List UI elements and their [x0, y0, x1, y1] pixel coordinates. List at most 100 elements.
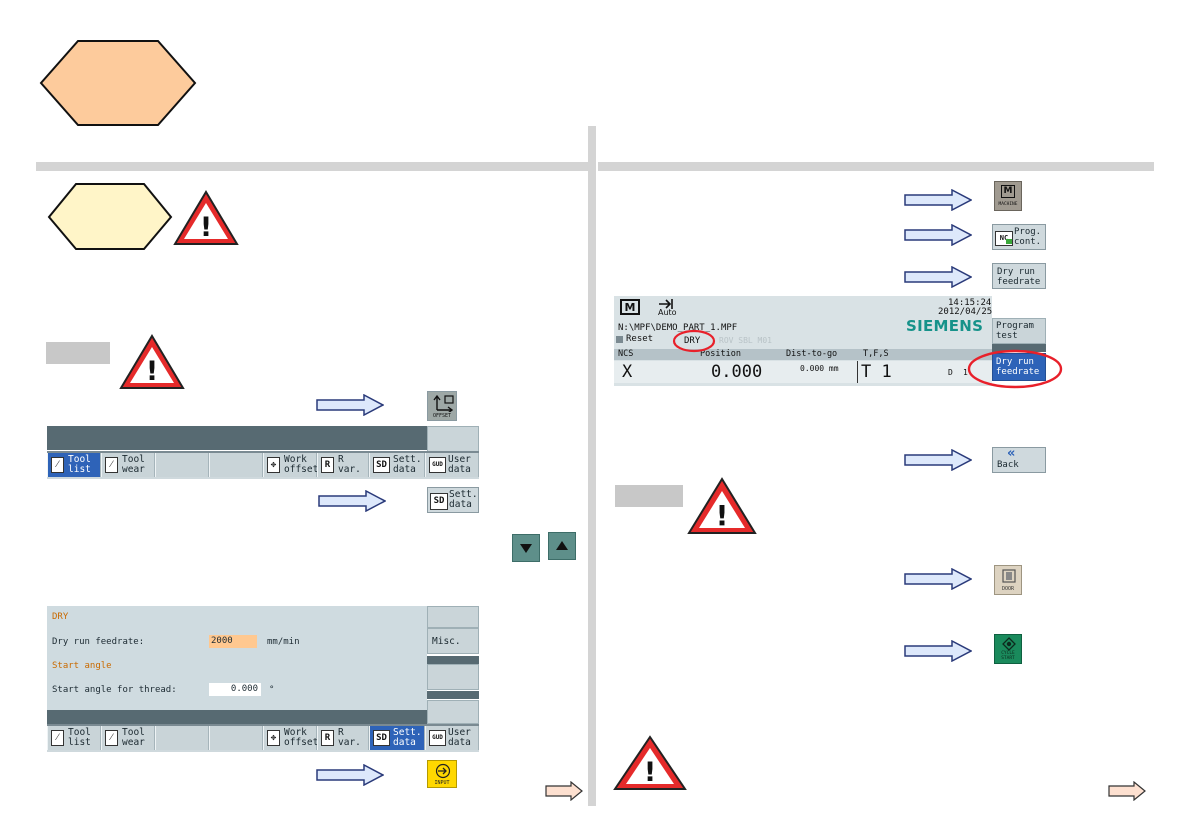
svg-text:!: ! [146, 356, 158, 387]
warning-icon: ! [119, 334, 185, 389]
dry-run-feedrate-key[interactable]: Dry run feedrate [992, 263, 1046, 289]
next-page-arrow-icon[interactable] [1108, 781, 1146, 801]
step-arrow-icon [318, 490, 386, 512]
warning-icon: ! [613, 735, 687, 790]
machine-key-label: MACHINE [998, 202, 1018, 207]
dry-run-feedrate-unit: mm/min [267, 637, 300, 647]
softkey-misc-label: Misc. [432, 636, 461, 647]
step-arrow-icon [316, 764, 384, 786]
section-heading-dry: DRY [52, 612, 69, 622]
softkey-program-test-label: Program test [996, 321, 1034, 341]
brand-logo: SIEMENS [906, 317, 984, 335]
inactive-status-flags: ROV SBL M01 [719, 336, 772, 345]
start-angle-input[interactable]: 0.000 [209, 683, 261, 696]
machine-key[interactable]: M MACHINE [994, 181, 1022, 211]
arrow-down-icon [520, 544, 532, 553]
input-key[interactable]: INPUT [427, 760, 457, 788]
softkey-r-var[interactable]: R R var. [317, 453, 369, 477]
active-tool: T 1 [861, 362, 892, 382]
machine-icon: M [1001, 185, 1015, 198]
chapter-hexagon [39, 40, 197, 126]
sett-data-icon: SD [373, 457, 390, 473]
softkey-dry-run-feedrate[interactable]: Dry run feedrate [992, 353, 1046, 381]
warning-icon: ! [687, 477, 757, 534]
softkey-tool-list[interactable]: ⁄ Tool list [47, 726, 101, 750]
section-heading-start-angle: Start angle [52, 661, 112, 671]
step-arrow-icon [904, 189, 972, 211]
softkey-r-var-label: R var. [338, 454, 361, 475]
offset-key[interactable]: OFFSET [427, 391, 457, 421]
column-position: Position [700, 349, 741, 359]
hmi-status-strip [47, 710, 427, 724]
setting-data-screen: DRY Dry run feedrate: 2000 mm/min Start … [47, 606, 427, 710]
vertical-softkey[interactable] [427, 700, 479, 724]
softkey-tool-list-label: Tool list [68, 727, 91, 748]
softkey-empty[interactable] [209, 453, 263, 477]
softkey-sett-data[interactable]: SD Sett. data [369, 726, 425, 750]
next-page-arrow-icon[interactable] [545, 781, 583, 801]
offset-key-label: OFFSET [432, 413, 452, 419]
softkey-empty[interactable] [209, 726, 263, 750]
softkey-misc[interactable]: Misc. [427, 628, 479, 654]
step-arrow-icon [904, 224, 972, 246]
machine-mode-icon: M [620, 299, 640, 315]
column-divider [857, 361, 858, 383]
softkey-user-data[interactable]: GUD User data [425, 453, 479, 477]
column-divider [588, 126, 596, 806]
step-arrow-icon [904, 568, 972, 590]
prog-cont-key[interactable]: NC Prog. cont. [992, 224, 1046, 250]
operating-mode-label: Auto [658, 308, 677, 317]
warning-icon: ! [173, 190, 239, 245]
start-angle-unit: ° [269, 685, 275, 695]
softkey-tool-wear[interactable]: ⁄ Tool wear [101, 453, 155, 477]
softkey-tool-list-label: Tool list [68, 454, 91, 475]
back-key[interactable]: « Back [992, 446, 1046, 473]
sett-data-icon: SD [430, 493, 448, 510]
softkey-work-offset[interactable]: ✥ Work offset [263, 726, 318, 750]
horizontal-softkey-bar: ⁄ Tool list ⁄ Tool wear ✥ Work offset R … [47, 451, 479, 479]
step-arrow-icon [316, 394, 384, 416]
offset-icon [433, 394, 454, 412]
sett-data-key[interactable]: SD Sett. data [427, 487, 479, 513]
softkey-sett-data[interactable]: SD Sett. data [369, 453, 425, 477]
softkey-dry-run-label: Dry run feedrate [996, 357, 1040, 377]
channel-status: Reset [626, 334, 654, 344]
svg-text:!: ! [200, 212, 212, 243]
softkey-r-var-label: R var. [338, 727, 361, 748]
softkey-program-test[interactable]: Program test [992, 318, 1046, 344]
auto-mode-icon [659, 299, 673, 309]
cursor-down-key[interactable] [512, 534, 540, 562]
cursor-up-key[interactable] [548, 532, 576, 560]
door-key[interactable]: DOOR [994, 565, 1022, 595]
softkey-tool-list[interactable]: ⁄ Tool list [47, 453, 101, 477]
softkey-work-offset-label: Work offset [284, 454, 319, 475]
tool-icon: ⁄ [105, 730, 118, 746]
dry-run-feedrate-input[interactable]: 2000 [209, 635, 257, 648]
vertical-softkey[interactable] [427, 664, 479, 690]
cycle-start-key[interactable]: CYCLE START [994, 634, 1022, 664]
double-chevron-left-icon: « [1007, 446, 1016, 461]
start-angle-value: 0.000 [230, 684, 258, 694]
highlight-ring [967, 349, 1063, 389]
input-key-label: INPUT [434, 780, 450, 786]
right-header-bar [598, 162, 1154, 171]
user-data-icon: GUD [429, 730, 446, 746]
softkey-empty[interactable] [155, 453, 209, 477]
softkey-r-var[interactable]: R R var. [317, 726, 369, 750]
softkey-user-data[interactable]: GUD User data [425, 726, 479, 750]
vertical-softkey[interactable] [427, 606, 479, 628]
softkey-user-data-label: User data [448, 454, 471, 475]
machine-screen: M Auto 14:15:24 2012/04/25 N:\MPF\DEMO_P… [614, 296, 992, 386]
vertical-softkey[interactable] [427, 426, 479, 452]
note-label-box [615, 485, 683, 507]
work-offset-icon: ✥ [267, 457, 280, 473]
clock-time: 14:15:24 [948, 298, 992, 308]
softkey-work-offset[interactable]: ✥ Work offset [263, 453, 319, 477]
softkey-empty[interactable] [155, 726, 209, 750]
softkey-tool-wear-label: Tool wear [122, 727, 145, 748]
dist-to-go-value: 0.000 mm [800, 364, 839, 373]
column-dist-to-go: Dist-to-go [786, 349, 838, 359]
step-arrow-icon [904, 266, 972, 288]
tool-icon: ⁄ [105, 457, 118, 473]
softkey-tool-wear[interactable]: ⁄ Tool wear [101, 726, 155, 750]
